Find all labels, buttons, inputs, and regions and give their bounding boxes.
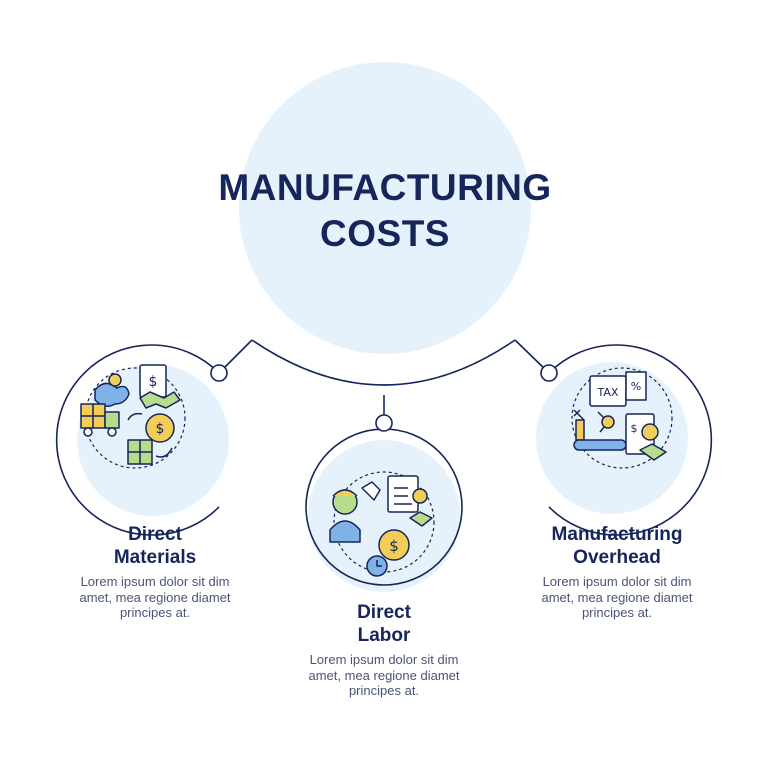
item-description: Lorem ipsum dolor sit dim amet, mea regi… [60,574,250,621]
heading-line: Overhead [517,546,717,569]
svg-text:$: $ [389,537,399,555]
svg-text:%: % [631,380,641,393]
heading-line: Direct [60,523,250,546]
heading-line: Manufacturing [517,523,717,546]
desc-line: principes at. [517,605,717,621]
desc-line: principes at. [289,683,479,699]
item-description: Lorem ipsum dolor sit dim amet, mea regi… [517,574,717,621]
svg-text:TAX: TAX [597,386,619,399]
desc-line: Lorem ipsum dolor sit dim [60,574,250,590]
node-center [376,415,392,431]
desc-line: Lorem ipsum dolor sit dim [289,652,479,668]
svg-text:$: $ [156,421,165,437]
desc-line: amet, mea regione diamet [60,590,250,606]
desc-line: principes at. [60,605,250,621]
item-heading: Direct Materials [60,523,250,569]
item-manufacturing-overhead: Manufacturing Overhead Lorem ipsum dolor… [517,523,717,621]
desc-line: amet, mea regione diamet [517,590,717,606]
desc-line: amet, mea regione diamet [289,668,479,684]
heading-line: Materials [60,546,250,569]
desc-line: Lorem ipsum dolor sit dim [517,574,717,590]
heading-line: Direct [289,601,479,624]
item-description: Lorem ipsum dolor sit dim amet, mea regi… [289,652,479,699]
svg-text:$: $ [149,374,158,390]
item-heading: Manufacturing Overhead [517,523,717,569]
item-direct-materials: Direct Materials Lorem ipsum dolor sit d… [60,523,250,621]
item-direct-labor: Direct Labor Lorem ipsum dolor sit dim a… [289,601,479,699]
item-heading: Direct Labor [289,601,479,647]
connector-arc [252,340,515,385]
node-right [541,365,557,381]
heading-line: Labor [289,624,479,647]
svg-text:$: $ [631,422,638,435]
node-left [211,365,227,381]
